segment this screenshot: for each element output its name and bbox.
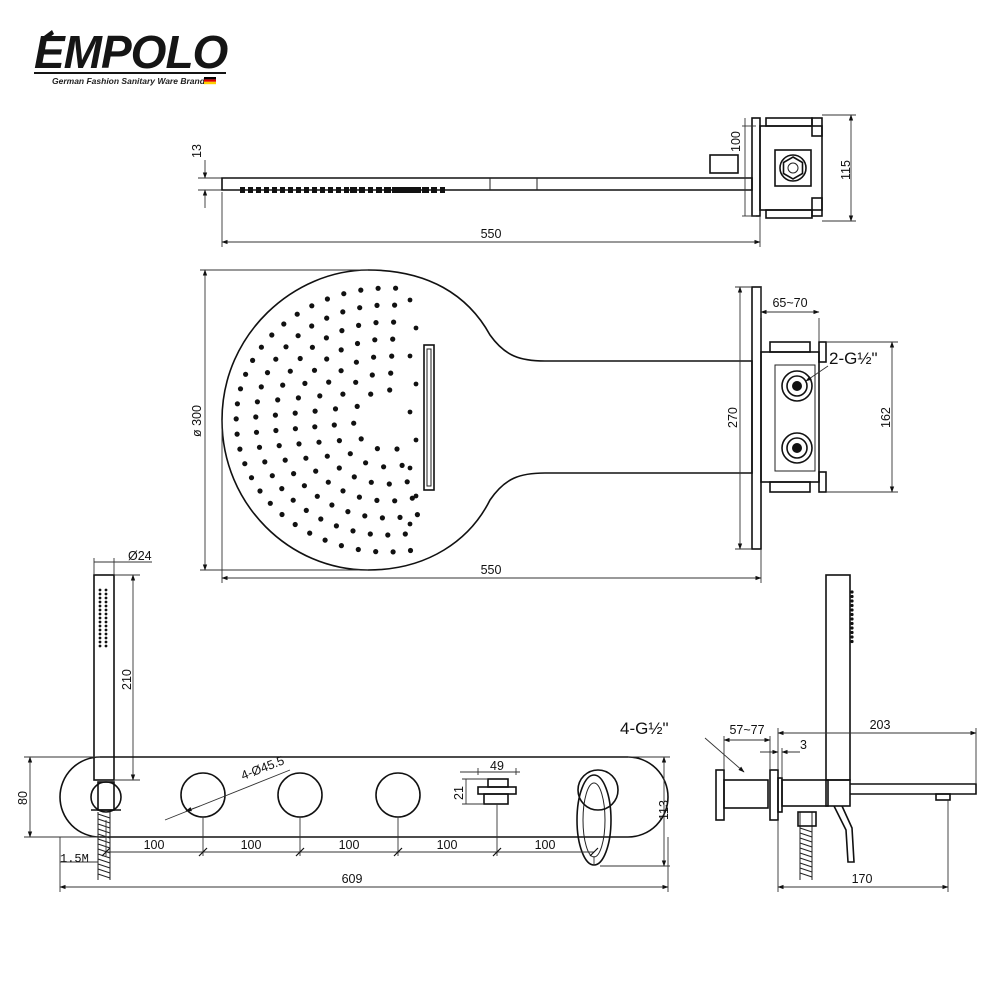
hose-length: 1.5M bbox=[60, 852, 89, 866]
plan-view: 2-G½" ø 300 270 162 65~70 550 bbox=[190, 269, 898, 583]
side-valve-body bbox=[723, 779, 769, 809]
dim-spacing-4: 100 bbox=[437, 838, 458, 852]
dim-length-plan: 550 bbox=[481, 563, 502, 577]
inlet-label: 2-G½" bbox=[829, 349, 878, 368]
side-inlet-label: 4-G½" bbox=[620, 719, 669, 738]
dim-side-plate: 3 bbox=[800, 738, 807, 752]
dim-plate-height: 270 bbox=[726, 407, 740, 428]
side-view: 4-G½" 57~77 3 203 170 bbox=[620, 574, 977, 892]
dim-outlet-height: 21 bbox=[452, 786, 466, 800]
dim-box-depth: 100 bbox=[729, 131, 743, 152]
spout bbox=[850, 783, 977, 795]
dim-spacing-1: 100 bbox=[144, 838, 165, 852]
dim-hand-diameter: Ø24 bbox=[128, 549, 152, 563]
dim-knob-diameter: 4-Ø45.5 bbox=[239, 754, 286, 783]
hand-shower-nozzles bbox=[98, 588, 108, 648]
inlet-port-top bbox=[781, 370, 813, 402]
dim-overall-height: 113 bbox=[657, 800, 671, 820]
dim-outlet-width: 49 bbox=[490, 759, 504, 773]
hose bbox=[97, 812, 111, 880]
hex-nut-icon bbox=[782, 156, 804, 180]
outlet-fitting bbox=[477, 778, 517, 805]
side-hand-shower bbox=[825, 574, 851, 781]
shower-plate-profile bbox=[221, 177, 753, 191]
dim-total-length: 609 bbox=[342, 872, 363, 886]
waterfall-slot bbox=[423, 344, 435, 491]
nozzle-row bbox=[240, 187, 445, 193]
top-view: 13 100 115 550 bbox=[190, 114, 856, 247]
hand-shower: Ø24 210 bbox=[93, 549, 152, 781]
dim-spacing-3: 100 bbox=[339, 838, 360, 852]
wall-plate bbox=[751, 286, 762, 550]
inlet-port-bottom bbox=[781, 432, 813, 464]
dim-wall-depth: 65~70 bbox=[772, 296, 807, 310]
knob-3 bbox=[375, 772, 421, 818]
panel-plate bbox=[59, 756, 669, 838]
german-flag-icon bbox=[204, 77, 216, 85]
logo-swoosh-icon bbox=[44, 30, 54, 40]
shower-head-outline bbox=[221, 269, 753, 571]
dim-hand-length: 210 bbox=[120, 669, 134, 690]
dim-box-height-plan: 162 bbox=[879, 407, 893, 428]
dim-spacing-5: 100 bbox=[535, 838, 556, 852]
dim-length: 550 bbox=[481, 227, 502, 241]
brand-name: EMPOLO bbox=[34, 26, 229, 78]
dim-side-wall-depth: 57~77 bbox=[729, 723, 764, 737]
dim-panel-height: 80 bbox=[16, 791, 30, 805]
hand-shower-body bbox=[93, 574, 115, 781]
dim-spout-length: 203 bbox=[870, 718, 891, 732]
dim-side-depth: 170 bbox=[852, 872, 873, 886]
nozzle-grid bbox=[233, 285, 420, 555]
valve-box bbox=[760, 351, 820, 483]
diverter-handle bbox=[576, 769, 619, 866]
side-hand-shower-nozzles bbox=[850, 590, 854, 644]
knob-2 bbox=[277, 772, 323, 818]
dim-thickness: 13 bbox=[190, 144, 204, 158]
brand-tagline: German Fashion Sanitary Ware Brand bbox=[52, 76, 206, 86]
dim-diameter: ø 300 bbox=[190, 405, 204, 437]
brand-logo: EMPOLO German Fashion Sanitary Ware Bran… bbox=[34, 26, 230, 86]
dim-box-height: 115 bbox=[839, 160, 853, 180]
side-handle bbox=[833, 805, 855, 863]
dim-spacing-2: 100 bbox=[241, 838, 262, 852]
